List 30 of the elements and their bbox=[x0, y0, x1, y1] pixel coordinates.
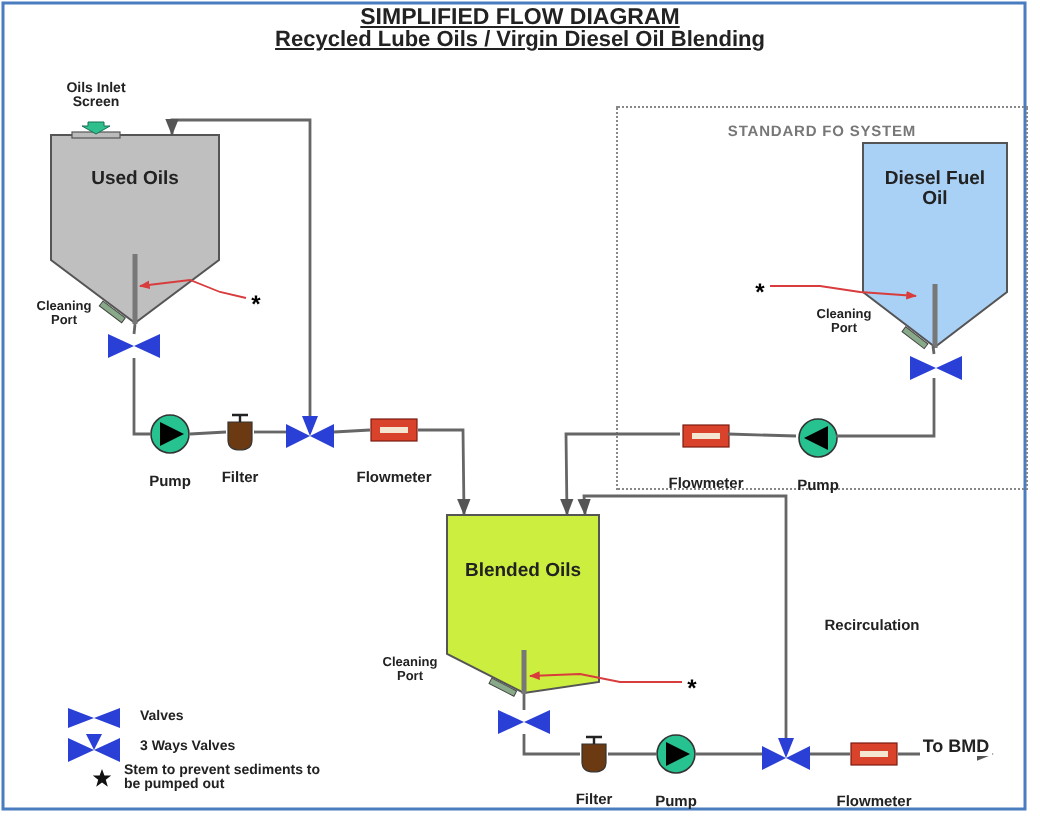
stem-marker: * bbox=[755, 278, 765, 306]
subtitle: Recycled Lube Oils / Virgin Diesel Oil Blending bbox=[275, 28, 765, 52]
pipe-arrow bbox=[165, 118, 312, 416]
leader-line bbox=[769, 285, 918, 300]
pipe-arrow bbox=[418, 428, 471, 516]
pipe-line bbox=[189, 430, 227, 436]
tank-label: Blended Oils bbox=[464, 560, 582, 582]
pipe-arrow bbox=[577, 494, 788, 738]
pipe-line bbox=[727, 432, 797, 438]
system-boundary bbox=[616, 106, 1028, 490]
pipe-line bbox=[132, 358, 150, 436]
pipe-line bbox=[132, 323, 137, 335]
tank-label: Used Oils bbox=[91, 168, 179, 190]
pipe-line bbox=[931, 345, 936, 355]
pipe-line bbox=[810, 752, 850, 756]
title: SIMPLIFIED FLOW DIAGRAM bbox=[360, 6, 680, 30]
tank-label: Diesel Fuel Oil bbox=[884, 168, 986, 211]
pipe-line bbox=[608, 752, 656, 756]
leader-line bbox=[138, 279, 247, 299]
pipe-line bbox=[696, 752, 762, 756]
pipe-line bbox=[522, 694, 526, 710]
edge-label: To BMD bbox=[920, 736, 992, 756]
leader-line bbox=[528, 671, 683, 683]
stem-marker: * bbox=[251, 290, 261, 318]
pipe-line bbox=[522, 734, 580, 756]
pipe-line bbox=[254, 430, 286, 434]
pipe-line bbox=[836, 378, 936, 438]
pipe-arrow bbox=[560, 432, 680, 516]
pipe-line bbox=[333, 428, 371, 434]
stem-marker: * bbox=[687, 674, 697, 702]
